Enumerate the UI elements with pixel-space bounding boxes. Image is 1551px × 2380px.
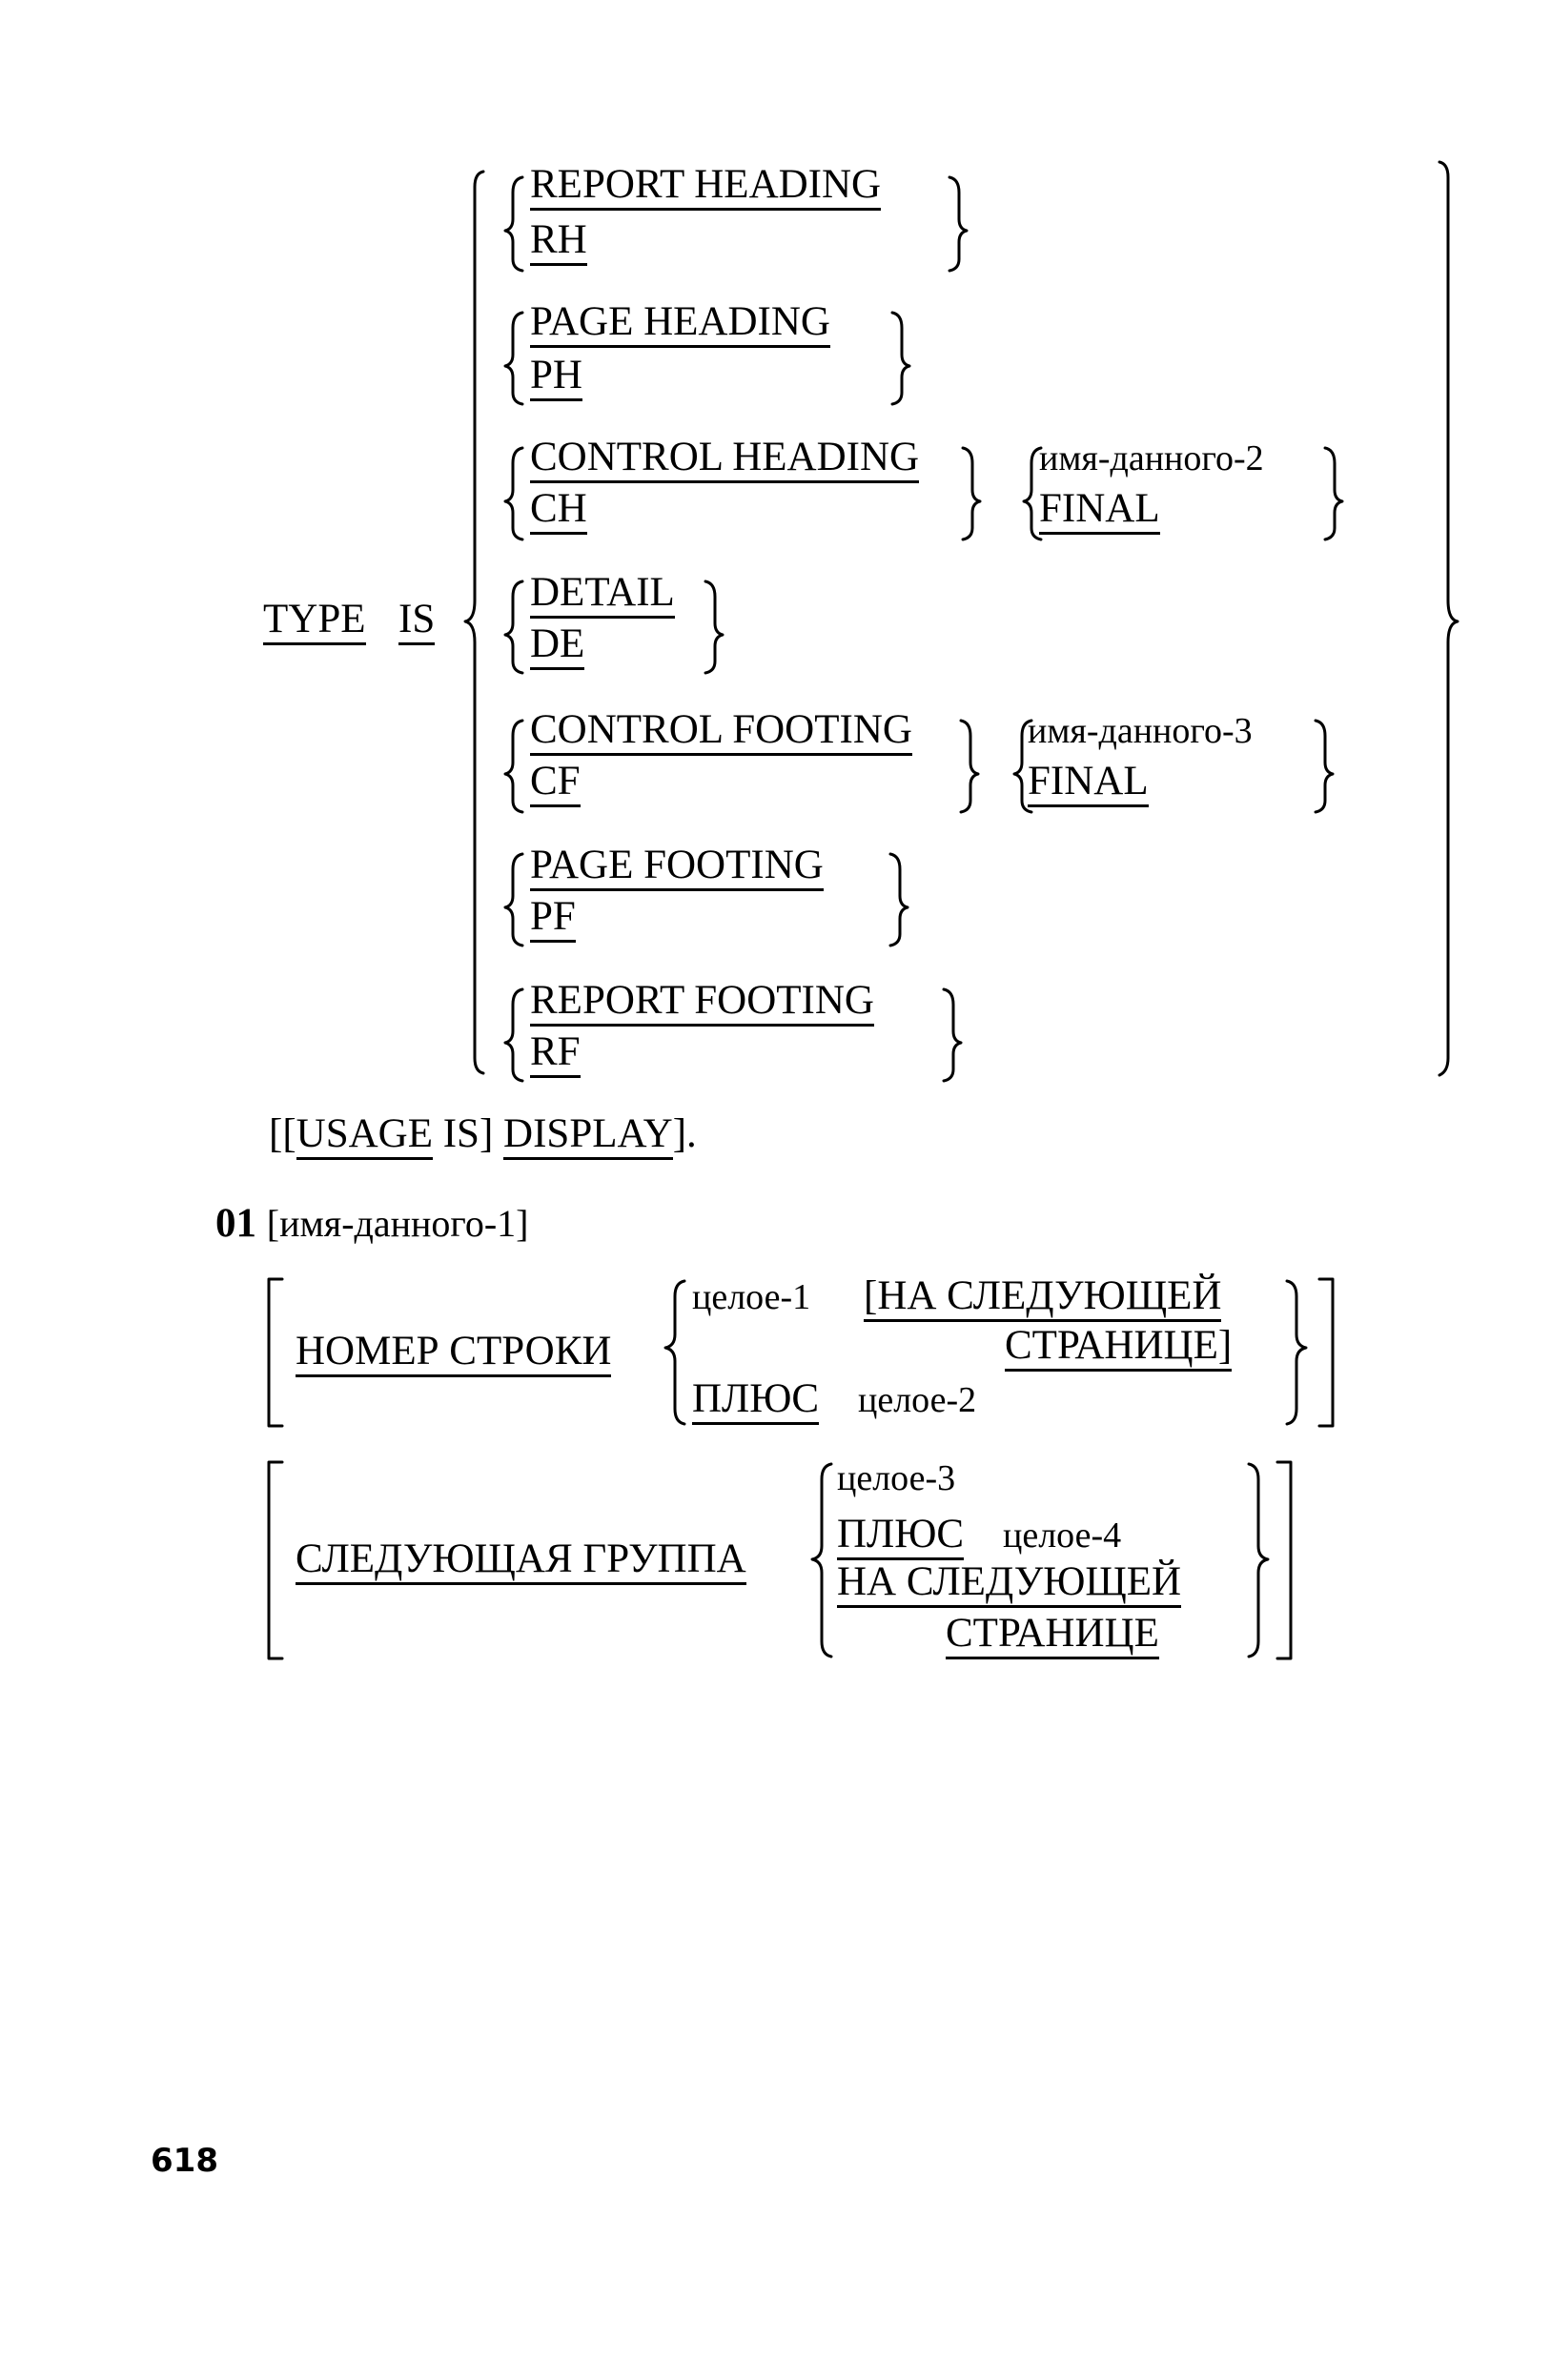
usage-keyword: USAGE	[296, 1113, 433, 1160]
display-keyword: DISPLAY	[503, 1113, 673, 1160]
integer-2: целое-2	[858, 1380, 977, 1420]
final-option-footing: FINAL	[1028, 761, 1149, 807]
report-footing-option: REPORT FOOTING	[530, 980, 874, 1027]
detail-option: DETAIL	[530, 572, 675, 619]
cf-option: CF	[530, 761, 581, 807]
de-option: DE	[530, 623, 585, 670]
data-name-2: имя-данного-2	[1039, 438, 1264, 478]
ph-option: PH	[530, 355, 582, 401]
next-group-keyword: СЛЕДУЮЩАЯ ГРУППА	[296, 1538, 746, 1585]
report-heading-option: REPORT HEADING	[530, 164, 882, 211]
data-name-3: имя-данного-3	[1028, 711, 1253, 751]
plus-keyword-group: ПЛЮС	[837, 1514, 965, 1560]
integer-3: целое-3	[837, 1458, 956, 1498]
rh-option: RH	[530, 219, 587, 266]
next-page-line2: СТРАНИЦЕ]	[1005, 1325, 1233, 1372]
level-number: 01	[215, 1201, 256, 1246]
page-heading-option: PAGE HEADING	[530, 301, 830, 348]
control-footing-option: CONTROL FOOTING	[530, 709, 912, 756]
ch-option: CH	[530, 488, 587, 535]
next-page-line1: [НА СЛЕДУЮЩЕЙ	[864, 1275, 1222, 1322]
usage-clause: [[USAGE IS] DISPLAY].	[269, 1113, 697, 1160]
level-entry: 01 [имя-данного-1]	[215, 1203, 528, 1244]
page-footing-option: PAGE FOOTING	[530, 844, 824, 891]
usage-open-brackets: [[	[269, 1111, 296, 1156]
group-next-page-line1: НА СЛЕДУЮЩЕЙ	[837, 1561, 1182, 1608]
final-option-heading: FINAL	[1039, 488, 1160, 535]
type-keyword: TYPE	[263, 599, 366, 645]
control-heading-option: CONTROL HEADING	[530, 437, 920, 483]
integer-1: целое-1	[692, 1277, 811, 1317]
rf-option: RF	[530, 1031, 581, 1078]
page-number: 618	[151, 2142, 218, 2180]
usage-close: ].	[672, 1111, 697, 1156]
usage-is-keyword: IS]	[442, 1111, 494, 1156]
is-keyword: IS	[398, 599, 436, 645]
line-number-keyword: НОМЕР СТРОКИ	[296, 1331, 612, 1377]
integer-4: целое-4	[1003, 1515, 1122, 1556]
pf-option: PF	[530, 896, 576, 943]
group-next-page-line2: СТРАНИЦЕ	[946, 1613, 1159, 1659]
data-name-1: [имя-данного-1]	[266, 1202, 529, 1245]
plus-keyword-line: ПЛЮС	[692, 1378, 820, 1425]
